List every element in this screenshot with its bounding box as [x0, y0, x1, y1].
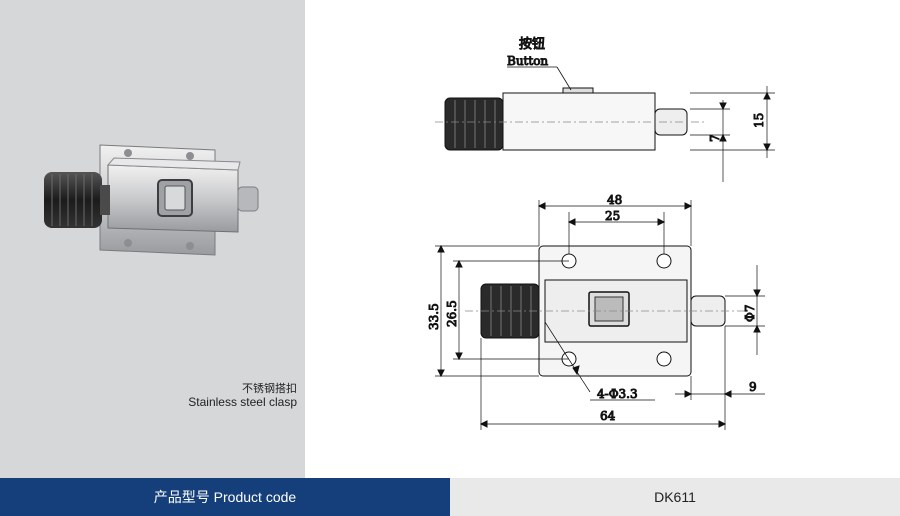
dim-26-5: 26.5	[445, 300, 459, 327]
dim-top-48: 48	[607, 193, 622, 207]
technical-drawing-panel: 按钮 Button 7 15	[305, 0, 900, 478]
technical-drawing: 按钮 Button 7 15	[427, 37, 775, 430]
dim-top-25: 25	[605, 209, 620, 223]
button-label-cn: 按钮	[519, 37, 545, 52]
dim-holes: 4-Φ3.3	[597, 387, 638, 401]
dim-side-7: 7	[708, 134, 722, 142]
front-view	[435, 200, 765, 430]
dim-33-5: 33.5	[427, 303, 441, 330]
product-photo-panel: 不锈钢搭扣 Stainless steel clasp	[0, 0, 305, 478]
product-code-label: 产品型号 Product code	[0, 478, 450, 516]
dim-64: 64	[600, 409, 616, 423]
product-code-value: DK611	[450, 478, 900, 516]
dim-9: 9	[749, 380, 757, 394]
dim-side-15: 15	[752, 113, 766, 128]
photo-caption-cn: 不锈钢搭扣	[242, 382, 297, 395]
side-view	[435, 66, 775, 182]
photo-caption-en: Stainless steel clasp	[188, 395, 297, 409]
button-label-en: Button	[507, 54, 548, 68]
dim-phi-7: Φ7	[743, 305, 757, 322]
footer-bar: 产品型号 Product code DK611	[0, 478, 900, 516]
clasp-photo	[44, 144, 259, 256]
